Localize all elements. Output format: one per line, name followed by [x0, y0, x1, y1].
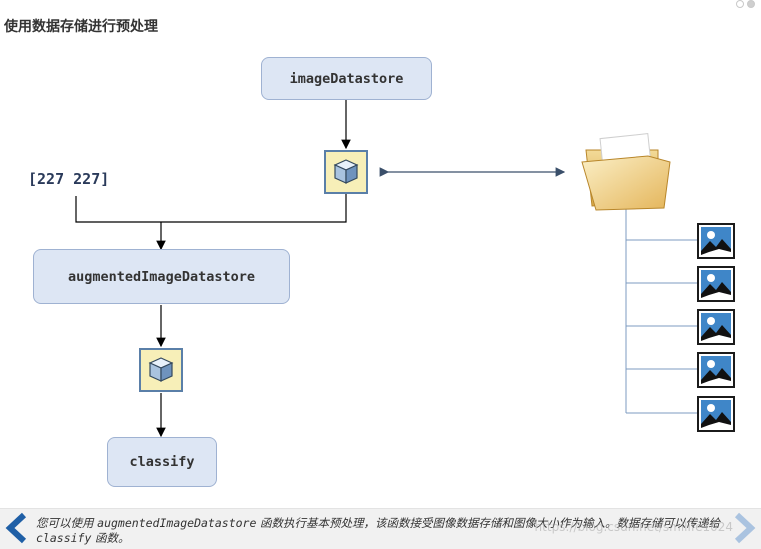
augmented-image-datastore-node: augmentedImageDatastore	[33, 249, 290, 304]
slide-dot-active[interactable]	[747, 0, 755, 8]
image-file-icon	[697, 396, 735, 432]
caption-text: 您可以使用 augmentedImageDatastore 函数执行基本预处理，…	[36, 516, 726, 546]
watermark: https://blog.csdn.net/smilife1024	[534, 520, 733, 534]
image-datastore-node: imageDatastore	[261, 57, 432, 100]
caption-part-1: 您可以使用	[36, 516, 98, 530]
folder-tree-lines	[625, 208, 698, 414]
slide-indicator	[736, 0, 755, 8]
image-file-icon	[697, 352, 735, 388]
slide-dot[interactable]	[736, 0, 744, 8]
image-size-label: [227 227]	[28, 170, 110, 188]
caption-code-1: augmentedImageDatastore	[97, 516, 257, 530]
image-file-icon	[697, 223, 735, 259]
line-cube-to-junction	[161, 194, 347, 223]
image-file-icon	[697, 309, 735, 345]
caption-code-2: classify	[36, 531, 92, 545]
image-file-icon	[697, 266, 735, 302]
folder-icon	[581, 133, 671, 211]
caption-bar	[0, 508, 761, 549]
classify-node: classify	[107, 437, 217, 487]
line-size-to-junction	[75, 196, 161, 223]
next-arrow-icon[interactable]	[731, 512, 757, 544]
caption-part-2: 函数执行基本预处理，该函数接受图像数据存储和图像大小作为输入。数据存储可以传递给	[256, 516, 721, 530]
augmented-cube-icon	[139, 348, 183, 392]
page-title: 使用数据存储进行预处理	[4, 19, 158, 35]
datastore-cube-icon	[324, 150, 368, 194]
previous-arrow-icon[interactable]	[4, 512, 30, 544]
caption-part-3: 函数。	[91, 531, 130, 545]
